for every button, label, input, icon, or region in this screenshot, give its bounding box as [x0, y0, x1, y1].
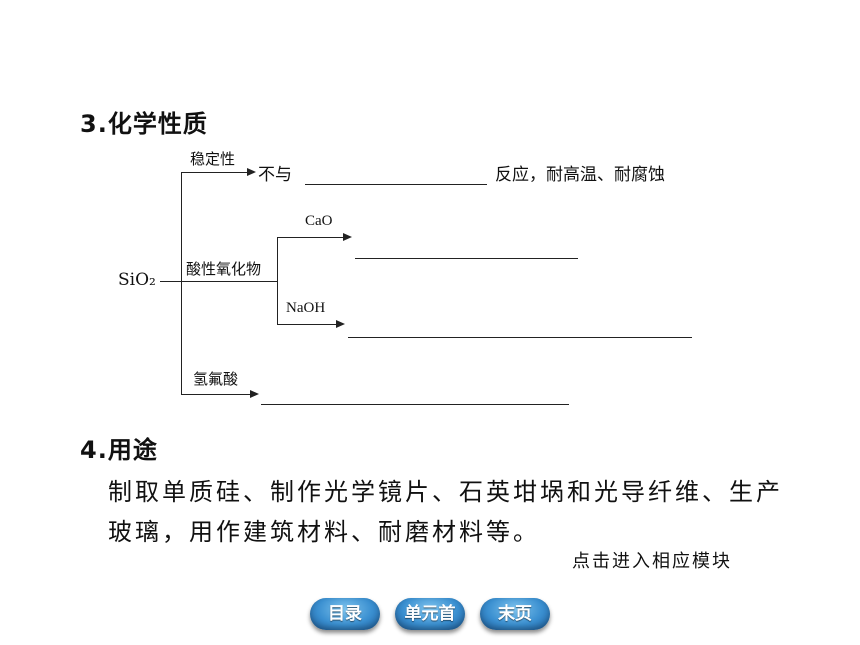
cao-arrow	[343, 233, 352, 241]
naoh-branch-line	[277, 324, 337, 325]
naoh-label: NaOH	[286, 300, 326, 316]
root-connector	[160, 281, 181, 282]
section-4-heading: 4.用途	[80, 436, 158, 464]
uses-line-2: 玻璃，用作建筑材料、耐磨材料等。	[108, 518, 540, 546]
hf-blank	[261, 404, 569, 405]
uses-line-1: 制取单质硅、制作光学镜片、石英坩埚和光导纤维、生产	[108, 478, 783, 506]
stable-arrow	[247, 168, 256, 176]
stable-branch-line	[181, 172, 248, 173]
cao-blank	[355, 258, 578, 259]
hf-label: 氢氟酸	[193, 370, 239, 388]
last-page-button[interactable]: 末页	[480, 598, 550, 630]
cao-label: CaO	[305, 213, 333, 229]
naoh-arrow	[336, 320, 345, 328]
stable-blank	[305, 184, 487, 185]
stable-suffix: 反应，耐高温、耐腐蚀	[495, 165, 665, 185]
section-3-heading: 3.化学性质	[80, 110, 208, 138]
main-branch-line	[181, 172, 182, 394]
cao-branch-line	[277, 237, 344, 238]
hf-arrow	[250, 390, 259, 398]
module-hint-text: 点击进入相应模块	[572, 551, 732, 572]
acidic-branch-line	[181, 281, 277, 282]
stable-label: 稳定性	[190, 150, 236, 168]
sio2-root-label: SiO₂	[118, 270, 156, 290]
hf-branch-line	[181, 394, 251, 395]
acidic-label: 酸性氧化物	[186, 260, 262, 278]
toc-button[interactable]: 目录	[310, 598, 380, 630]
stable-prefix: 不与	[258, 165, 292, 185]
naoh-blank	[348, 337, 692, 338]
unit-first-button[interactable]: 单元首	[395, 598, 465, 630]
acidic-sub-branch-line	[277, 237, 278, 324]
